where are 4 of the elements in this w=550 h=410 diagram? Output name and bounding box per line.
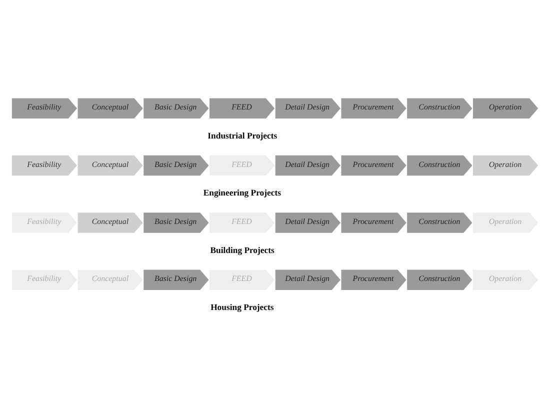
label: Housing Projects [210,302,274,312]
label: Industrial Projects [208,130,278,140]
label: Engineering Projects [203,188,281,198]
label: Building Projects [210,244,274,255]
